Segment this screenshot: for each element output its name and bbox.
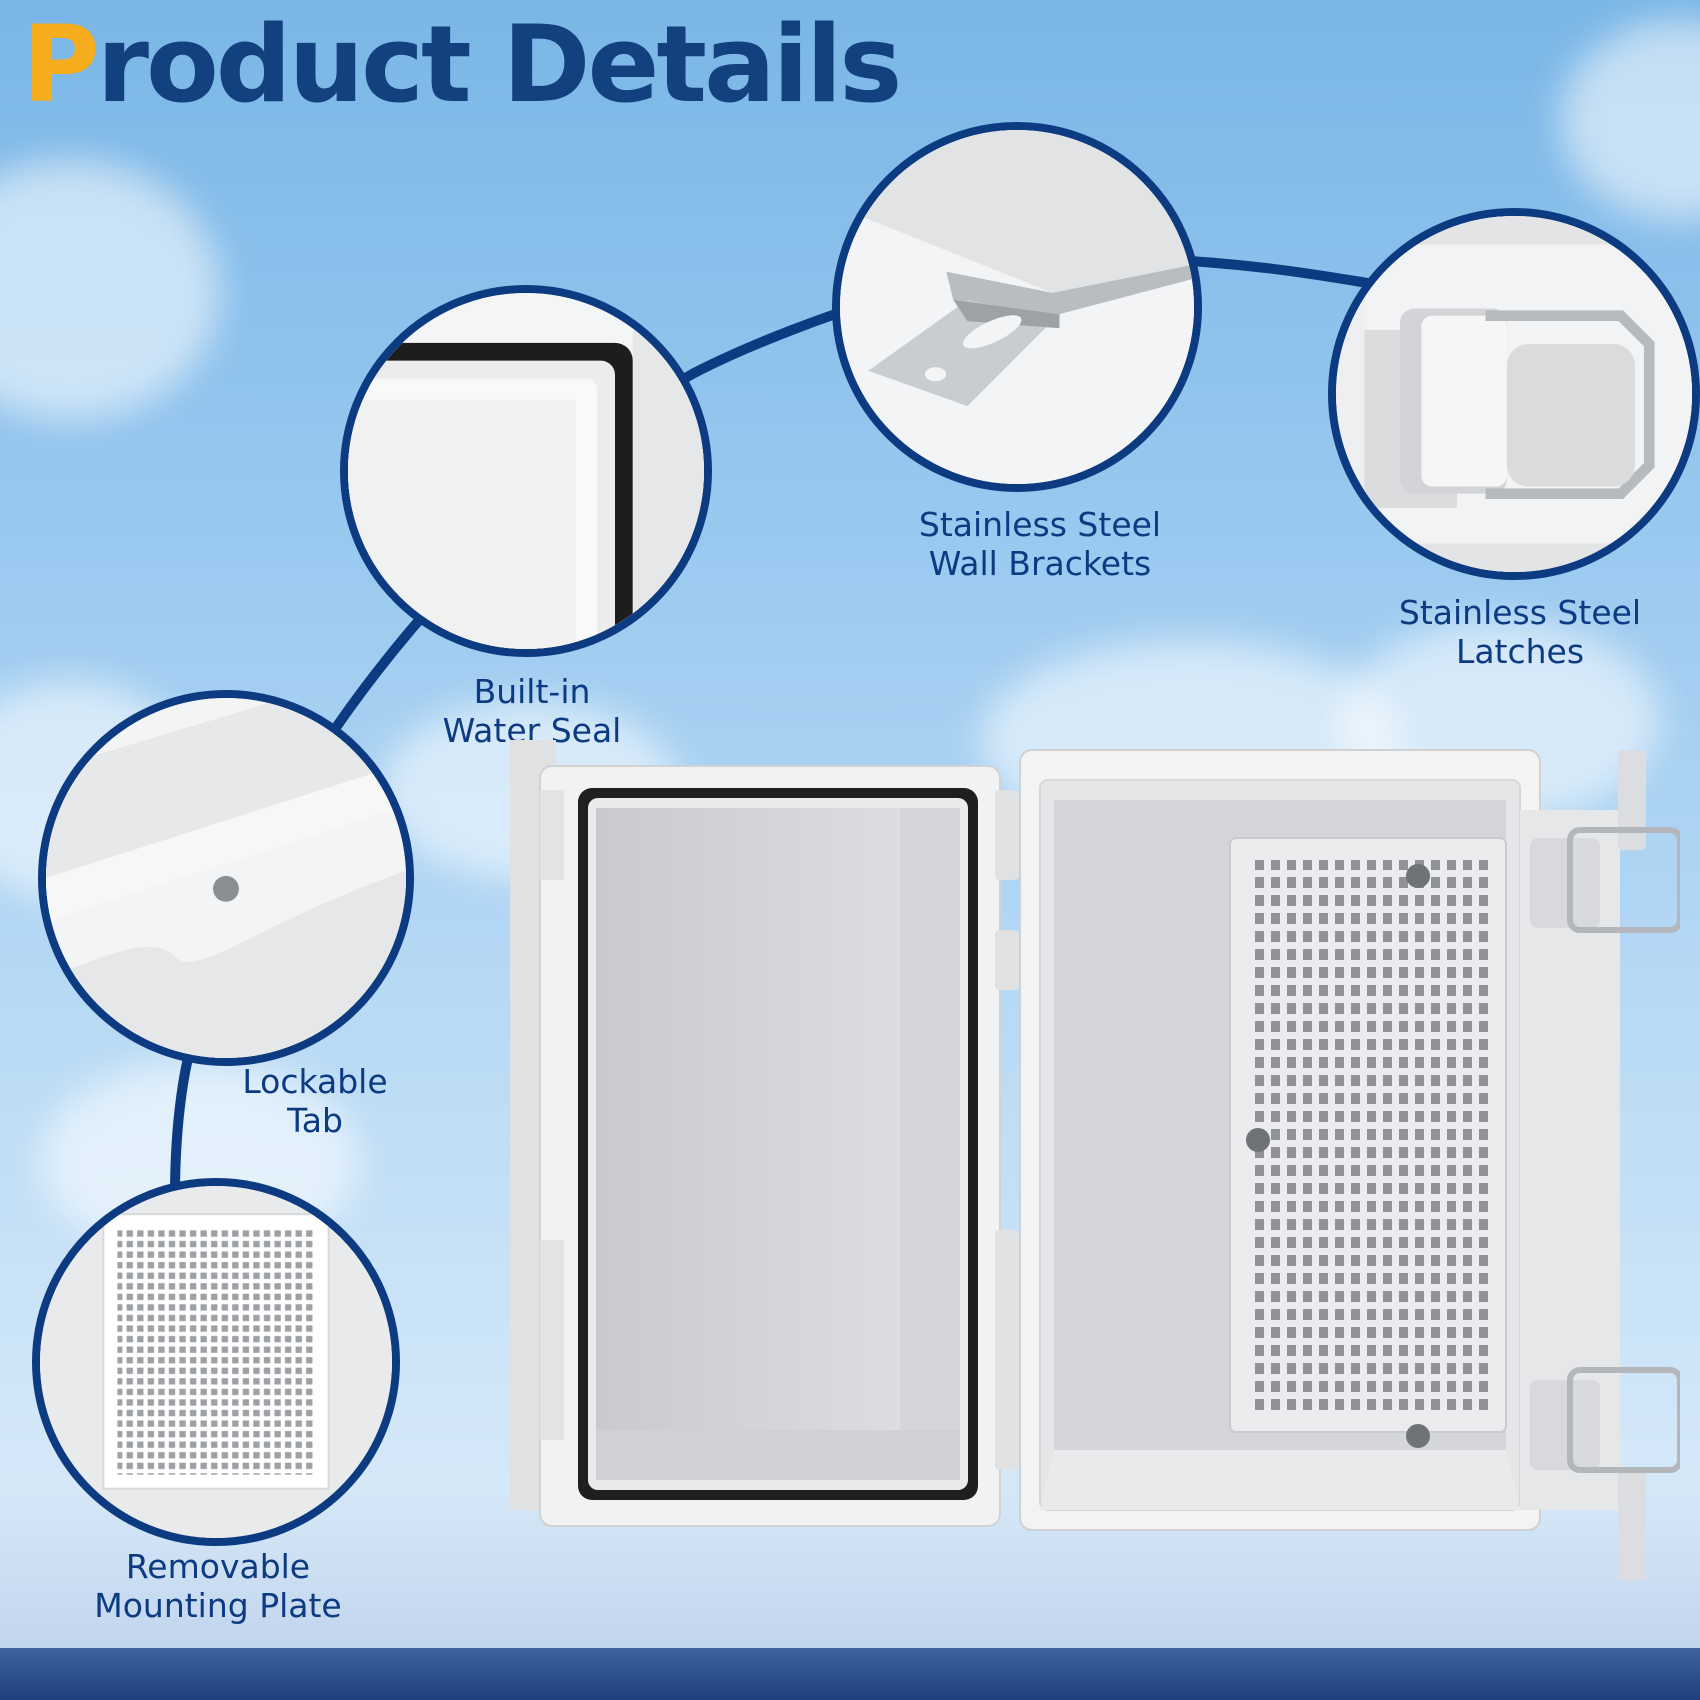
wall-brackets-label: Stainless Steel Wall Brackets: [880, 505, 1200, 583]
mounting-plate-detail-circle: [32, 1178, 400, 1546]
lockable-tab-label: Lockable Tab: [200, 1062, 430, 1140]
bottom-band: [0, 1648, 1700, 1700]
latch-detail-circle: [1328, 208, 1700, 580]
title-first-letter: P: [22, 3, 100, 126]
lockable-tab-label-line1: Lockable: [242, 1062, 388, 1101]
mounting-plate-label-line2: Mounting Plate: [94, 1586, 342, 1625]
water-seal-label-line1: Built-in: [473, 672, 591, 711]
latches-label: Stainless Steel Latches: [1360, 593, 1680, 671]
lockable-tab-detail-circle: [38, 690, 414, 1066]
mounting-plate-label-line1: Removable: [125, 1547, 311, 1586]
latches-label-line2: Latches: [1455, 632, 1585, 671]
wall-brackets-label-line2: Wall Brackets: [928, 544, 1152, 583]
wall-brackets-label-line1: Stainless Steel: [918, 505, 1162, 544]
enclosure-box-image: [510, 740, 1680, 1580]
water-seal-detail-circle: [340, 285, 712, 657]
title-rest: roduct Details: [96, 3, 903, 126]
lockable-tab-label-line2: Tab: [287, 1101, 343, 1140]
water-seal-label: Built-in Water Seal: [382, 672, 682, 750]
mounting-plate-label: Removable Mounting Plate: [58, 1547, 378, 1625]
latches-label-line1: Stainless Steel: [1398, 593, 1642, 632]
page-title: Product Details: [22, 0, 903, 130]
wall-bracket-detail-circle: [832, 122, 1202, 492]
